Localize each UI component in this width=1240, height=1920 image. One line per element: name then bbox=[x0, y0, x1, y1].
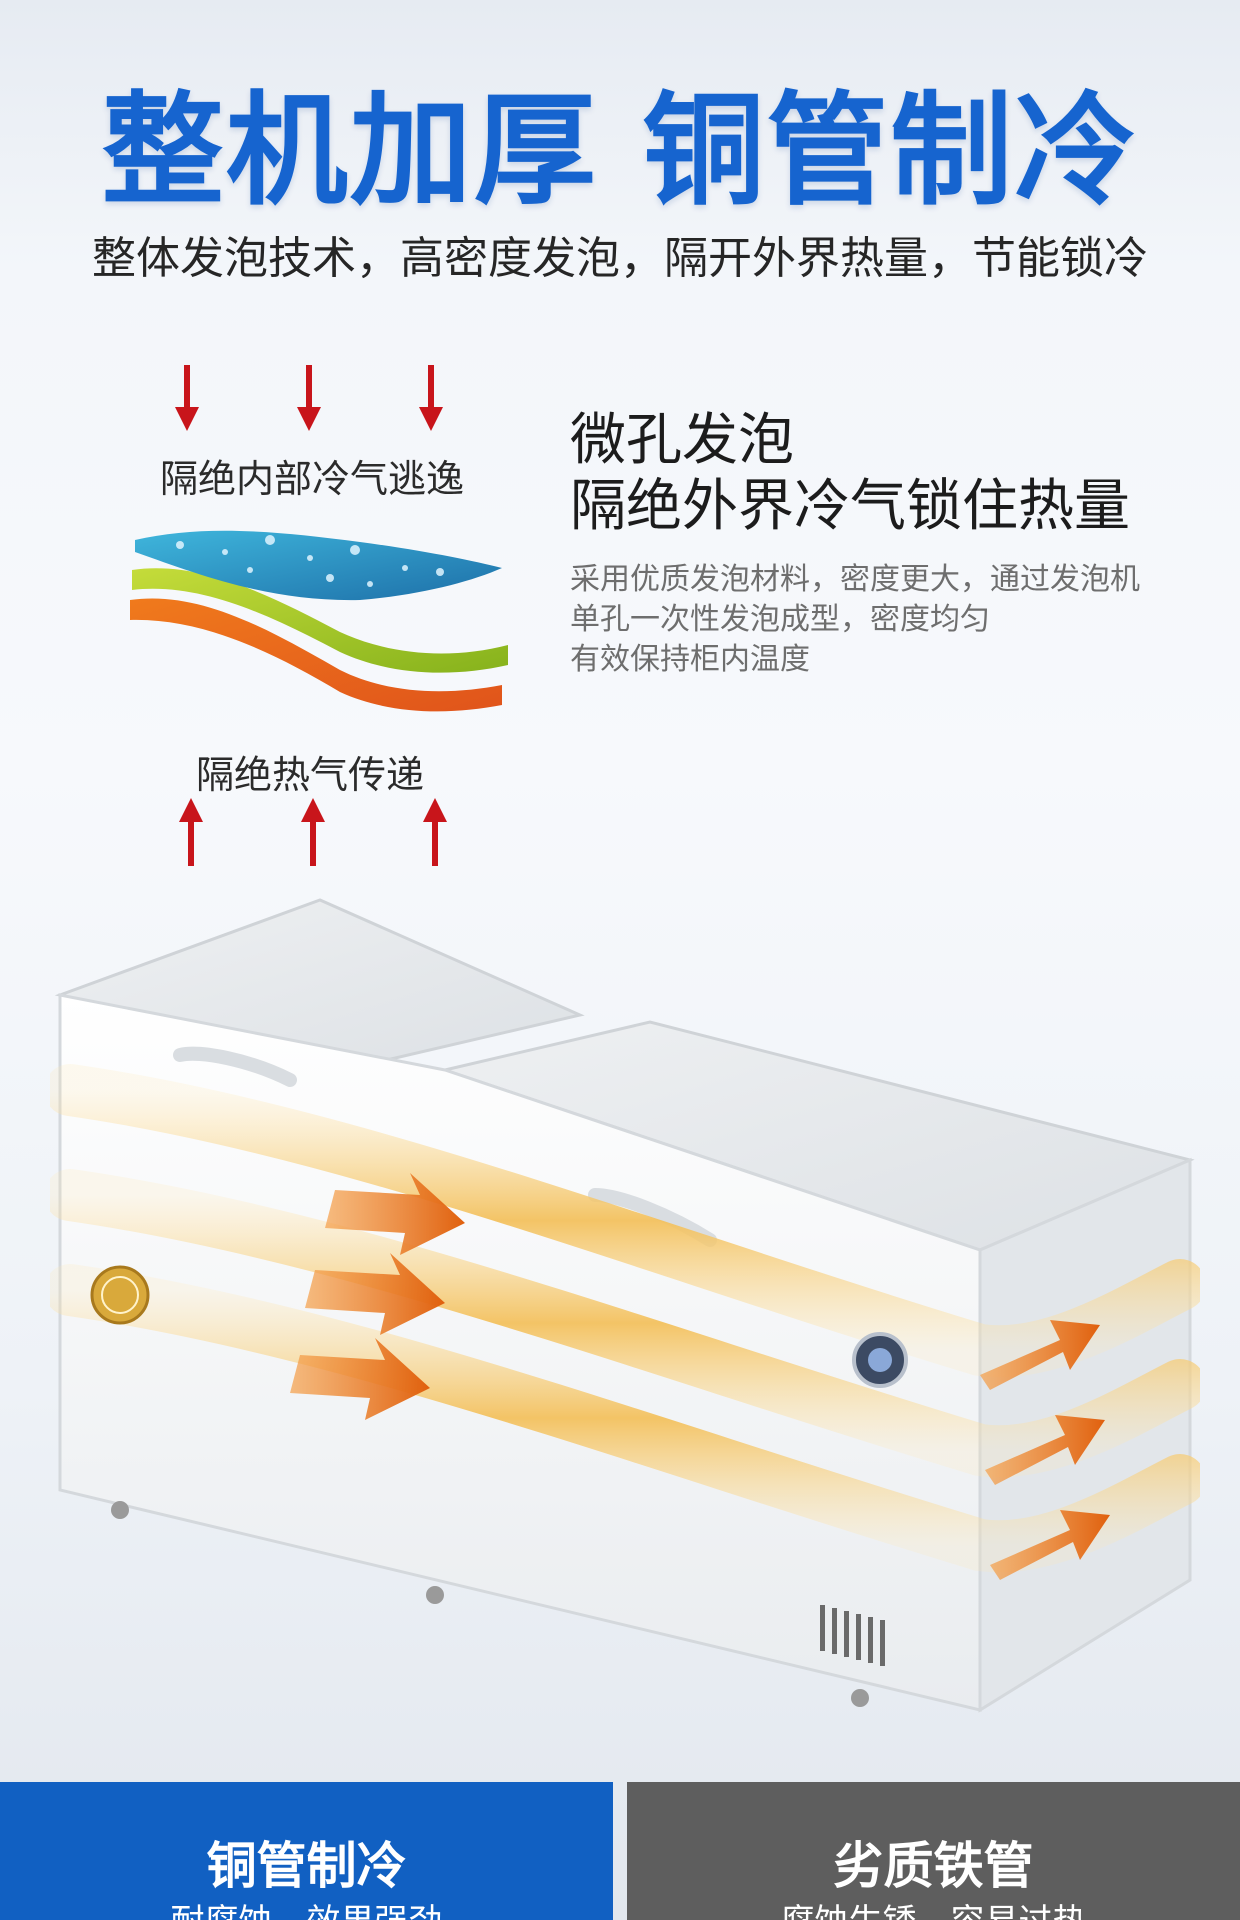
iron-tube-subtitle: 腐蚀生锈，容易过热 bbox=[627, 1894, 1240, 1920]
down-arrows bbox=[175, 365, 500, 445]
copper-tube-panel: 铜管制冷 耐腐蚀，效果强劲 bbox=[0, 1782, 613, 1920]
foam-desc-line2: 单孔一次性发泡成型，密度均匀 bbox=[570, 602, 990, 637]
insulation-bottom-label: 隔绝热气传递 bbox=[196, 753, 425, 797]
up-arrows bbox=[179, 798, 500, 878]
down-arrow-icon bbox=[175, 365, 199, 433]
foam-title: 微孔发泡 隔绝外界冷气锁住热量 bbox=[570, 408, 1130, 540]
insulation-top-label: 隔绝内部冷气逃逸 bbox=[160, 457, 465, 501]
copper-tube-title: 铜管制冷 bbox=[206, 1837, 407, 1895]
up-arrow-icon bbox=[179, 798, 203, 866]
down-arrow-icon bbox=[419, 365, 443, 433]
foam-layers-icon bbox=[130, 530, 508, 712]
iron-tube-title: 劣质铁管 bbox=[833, 1837, 1034, 1895]
foam-description: 采用优质发泡材料，密度更大，通过发泡机 单孔一次性发泡成型，密度均匀 有效保持柜… bbox=[570, 560, 1140, 680]
foam-title-line2: 隔绝外界冷气锁住热量 bbox=[570, 474, 1130, 539]
iron-tube-panel: 劣质铁管 腐蚀生锈，容易过热 bbox=[627, 1782, 1240, 1920]
page-subtitle: 整体发泡技术，高密度发泡，隔开外界热量，节能锁冷 bbox=[92, 233, 1148, 284]
quality-seal-icon bbox=[90, 1265, 150, 1325]
foam-title-line1: 微孔发泡 bbox=[570, 408, 794, 473]
foam-desc-line1: 采用优质发泡材料，密度更大，通过发泡机 bbox=[570, 562, 1140, 597]
up-arrow-icon bbox=[301, 798, 325, 866]
chest-freezer-illustration bbox=[50, 898, 1200, 1713]
page-title: 整机加厚 铜管制冷 bbox=[101, 80, 1139, 222]
foam-desc-line3: 有效保持柜内温度 bbox=[570, 642, 810, 677]
down-arrow-icon bbox=[297, 365, 321, 433]
copper-tube-subtitle: 耐腐蚀，效果强劲 bbox=[0, 1894, 613, 1920]
up-arrow-icon bbox=[423, 798, 447, 866]
brand-badge-icon bbox=[852, 1332, 908, 1388]
